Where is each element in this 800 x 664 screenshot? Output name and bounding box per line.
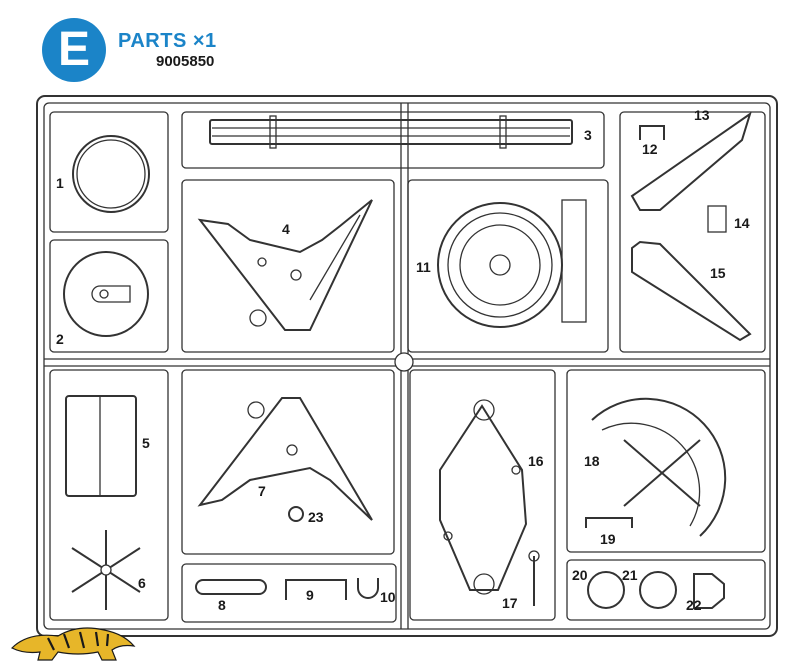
- part-3-clip-right: [499, 115, 507, 149]
- part-4-bracket: [197, 199, 373, 331]
- part-18-ring: [591, 397, 727, 537]
- part-18-ring-inner: [601, 422, 701, 527]
- part-label-5: 5: [142, 435, 150, 451]
- part-9-handle: [285, 579, 347, 600]
- part-label-17: 17: [502, 595, 518, 611]
- cell-7-frame: [181, 369, 395, 555]
- parts-multiplier: ×1: [192, 30, 217, 52]
- sprue-letter: E: [57, 23, 90, 76]
- part-23-washer: [288, 506, 304, 522]
- cell-13-frame: [619, 111, 766, 353]
- part-label-3: 3: [584, 127, 592, 143]
- part-11-ring: [447, 212, 553, 318]
- part-label-11: 11: [416, 259, 431, 275]
- part-label-21: 21: [622, 567, 638, 583]
- part-label-18: 18: [584, 453, 600, 469]
- part-label-13: 13: [694, 107, 710, 123]
- part-label-22: 22: [686, 597, 702, 613]
- cell-5-frame: [49, 369, 169, 621]
- sprue-letter-badge: E: [42, 18, 106, 82]
- part-label-2: 2: [56, 331, 64, 347]
- part-3-clip-left: [269, 115, 277, 149]
- part-16-hole-top: [473, 399, 495, 421]
- cell-20-frame: [566, 559, 766, 621]
- part-5-frame: [65, 395, 137, 497]
- part-7-bracket: [197, 397, 373, 521]
- part-2-hole: [99, 289, 109, 299]
- part-13-arm: [630, 111, 752, 211]
- part-4-edge: [309, 214, 361, 301]
- sprue-outer-frame: [36, 95, 778, 637]
- part-label-7: 7: [258, 483, 266, 499]
- part-21-cap: [639, 571, 677, 609]
- part-label-16: 16: [528, 453, 544, 469]
- part-14-block: [707, 205, 727, 233]
- part-8-link: [195, 579, 267, 595]
- part-4-hole-c: [257, 257, 267, 267]
- part-label-15: 15: [710, 265, 726, 281]
- part-label-8: 8: [218, 597, 226, 613]
- part-label-9: 9: [306, 587, 314, 603]
- cell-11-frame: [407, 179, 609, 353]
- part-4-hole-b: [290, 269, 302, 281]
- part-label-19: 19: [600, 531, 616, 547]
- part-11-side: [561, 199, 587, 323]
- part-label-6: 6: [138, 575, 146, 591]
- part-16-hole-right: [511, 465, 521, 475]
- parts-label: PARTS: [118, 30, 187, 52]
- part-6-hub: [100, 564, 112, 576]
- cell-8-frame: [181, 563, 397, 623]
- part-15-arm: [631, 240, 752, 342]
- cell-1-frame: [49, 111, 169, 233]
- part-1-ring-inner: [76, 139, 146, 209]
- part-11-center: [489, 254, 511, 276]
- part-label-14: 14: [734, 215, 750, 231]
- part-22-fitting: [693, 573, 725, 609]
- part-7-hole-b: [286, 444, 298, 456]
- part-4-hole-a: [249, 309, 267, 327]
- part-label-1: 1: [56, 175, 64, 191]
- cell-16-frame: [409, 369, 556, 621]
- part-2-disc: [63, 251, 149, 337]
- part-label-23: 23: [308, 509, 324, 525]
- cell-18-frame: [566, 369, 766, 553]
- tiger-logo-stripes: [47, 631, 110, 651]
- part-1-ring: [72, 135, 150, 213]
- tiger-logo-icon: [10, 627, 136, 661]
- part-11-cylinder: [437, 202, 563, 328]
- part-16-hole-left: [443, 531, 453, 541]
- part-label-20: 20: [572, 567, 588, 583]
- part-16-hole-bottom: [473, 573, 495, 595]
- part-19-bracket: [585, 517, 633, 528]
- part-7-hole-a: [247, 401, 265, 419]
- part-16-plate: [439, 404, 528, 591]
- part-12-bracket: [639, 125, 665, 140]
- cell-4-frame: [181, 179, 395, 353]
- tiger-logo-body: [10, 627, 136, 661]
- cell-2-frame: [49, 239, 169, 353]
- parts-title: PARTS ×1: [118, 30, 217, 53]
- part-label-12: 12: [642, 141, 658, 157]
- part-10-u: [357, 578, 379, 599]
- part-label-4: 4: [282, 221, 290, 237]
- part-3-bar: [209, 119, 573, 145]
- part-20-cap: [587, 571, 625, 609]
- part-18-cross: [623, 439, 701, 507]
- part-label-10: 10: [380, 589, 396, 605]
- part-code: 9005850: [156, 53, 215, 70]
- part-17-eye: [528, 550, 540, 562]
- part-11-ring-2: [459, 224, 541, 306]
- runner-hub: [394, 352, 414, 372]
- cell-3-frame: [181, 111, 605, 169]
- part-2-hub: [91, 285, 131, 303]
